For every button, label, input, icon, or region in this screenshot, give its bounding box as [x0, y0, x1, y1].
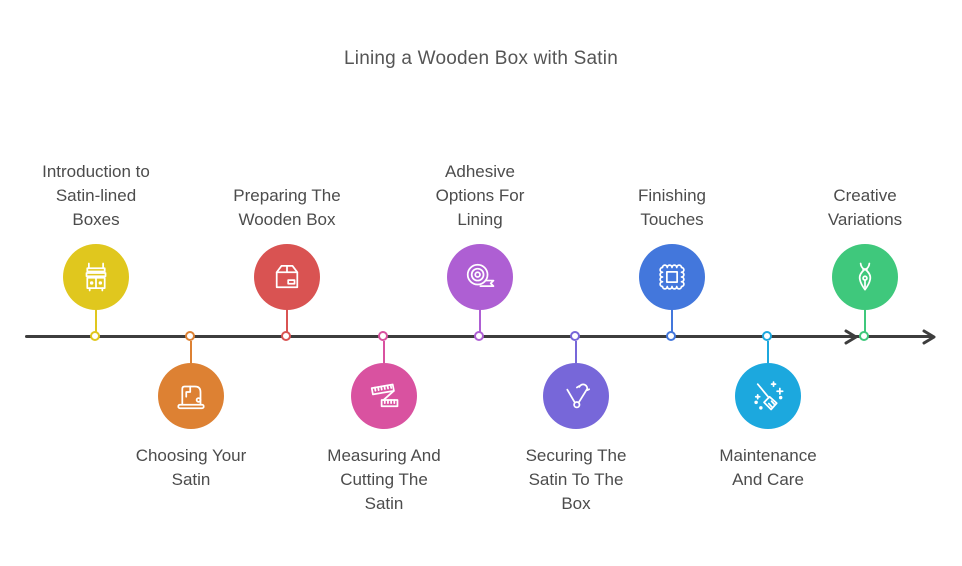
- node-circle-introduction: [63, 244, 129, 310]
- timeline-end-arrowhead-icon: [922, 329, 936, 345]
- timeline-dot: [666, 331, 676, 341]
- node-label-securing-satin: Securing The Satin To The Box: [525, 446, 627, 513]
- timeline-dot: [762, 331, 772, 341]
- node-stem: [383, 341, 385, 363]
- node-stem: [190, 341, 192, 363]
- dresser-icon: [85, 262, 107, 292]
- node-label-finishing-touches: Finishing Touches: [637, 186, 707, 229]
- node-circle-adhesive-options: [447, 244, 513, 310]
- node-stem: [767, 341, 769, 363]
- timeline-dot: [378, 331, 388, 341]
- node-circle-finishing-touches: [639, 244, 705, 310]
- node-circle-preparing-box: [254, 244, 320, 310]
- tape-roll-icon: [466, 263, 495, 287]
- node-label-choosing-satin: Choosing Your Satin: [135, 446, 247, 489]
- node-stem: [575, 341, 577, 363]
- node-circle-creative-variations: [832, 244, 898, 310]
- diagram-title: Lining a Wooden Box with Satin: [344, 48, 618, 69]
- node-label-measuring-cutting: Measuring And Cutting The Satin: [327, 446, 441, 513]
- timeline-dot: [281, 331, 291, 341]
- node-label-preparing-box: Preparing The Wooden Box: [233, 186, 341, 229]
- measuring-tape-icon: [370, 383, 399, 408]
- timeline-mid-arrowhead-icon: [844, 329, 858, 345]
- node-stem: [95, 309, 97, 333]
- timeline-dot: [474, 331, 484, 341]
- package-box-icon: [275, 265, 299, 289]
- node-circle-securing-satin: [543, 363, 609, 429]
- node-label-creative-variations: Creative Variations: [827, 186, 903, 229]
- node-circle-maintenance-care: [735, 363, 801, 429]
- sewing-machine-icon: [177, 385, 205, 410]
- node-circle-measuring-cutting: [351, 363, 417, 429]
- node-stem: [864, 309, 866, 333]
- node-label-introduction: Introduction to Satin-lined Boxes: [42, 162, 150, 229]
- timeline-dot: [859, 331, 869, 341]
- timeline-dot: [90, 331, 100, 341]
- node-circle-choosing-satin: [158, 363, 224, 429]
- timeline-dot: [570, 331, 580, 341]
- node-stem: [286, 309, 288, 333]
- stamp-icon: [659, 264, 685, 290]
- node-stem: [479, 309, 481, 333]
- safety-pin-icon: [566, 383, 591, 409]
- pen-nib-icon: [858, 262, 872, 291]
- broom-icon: [754, 381, 784, 411]
- node-label-adhesive-options: Adhesive Options For Lining: [435, 162, 525, 229]
- arrowhead-path: [844, 329, 858, 345]
- node-stem: [671, 309, 673, 333]
- node-label-maintenance-care: Maintenance And Care: [719, 446, 817, 489]
- timeline-dot: [185, 331, 195, 341]
- arrowhead-path: [922, 329, 936, 345]
